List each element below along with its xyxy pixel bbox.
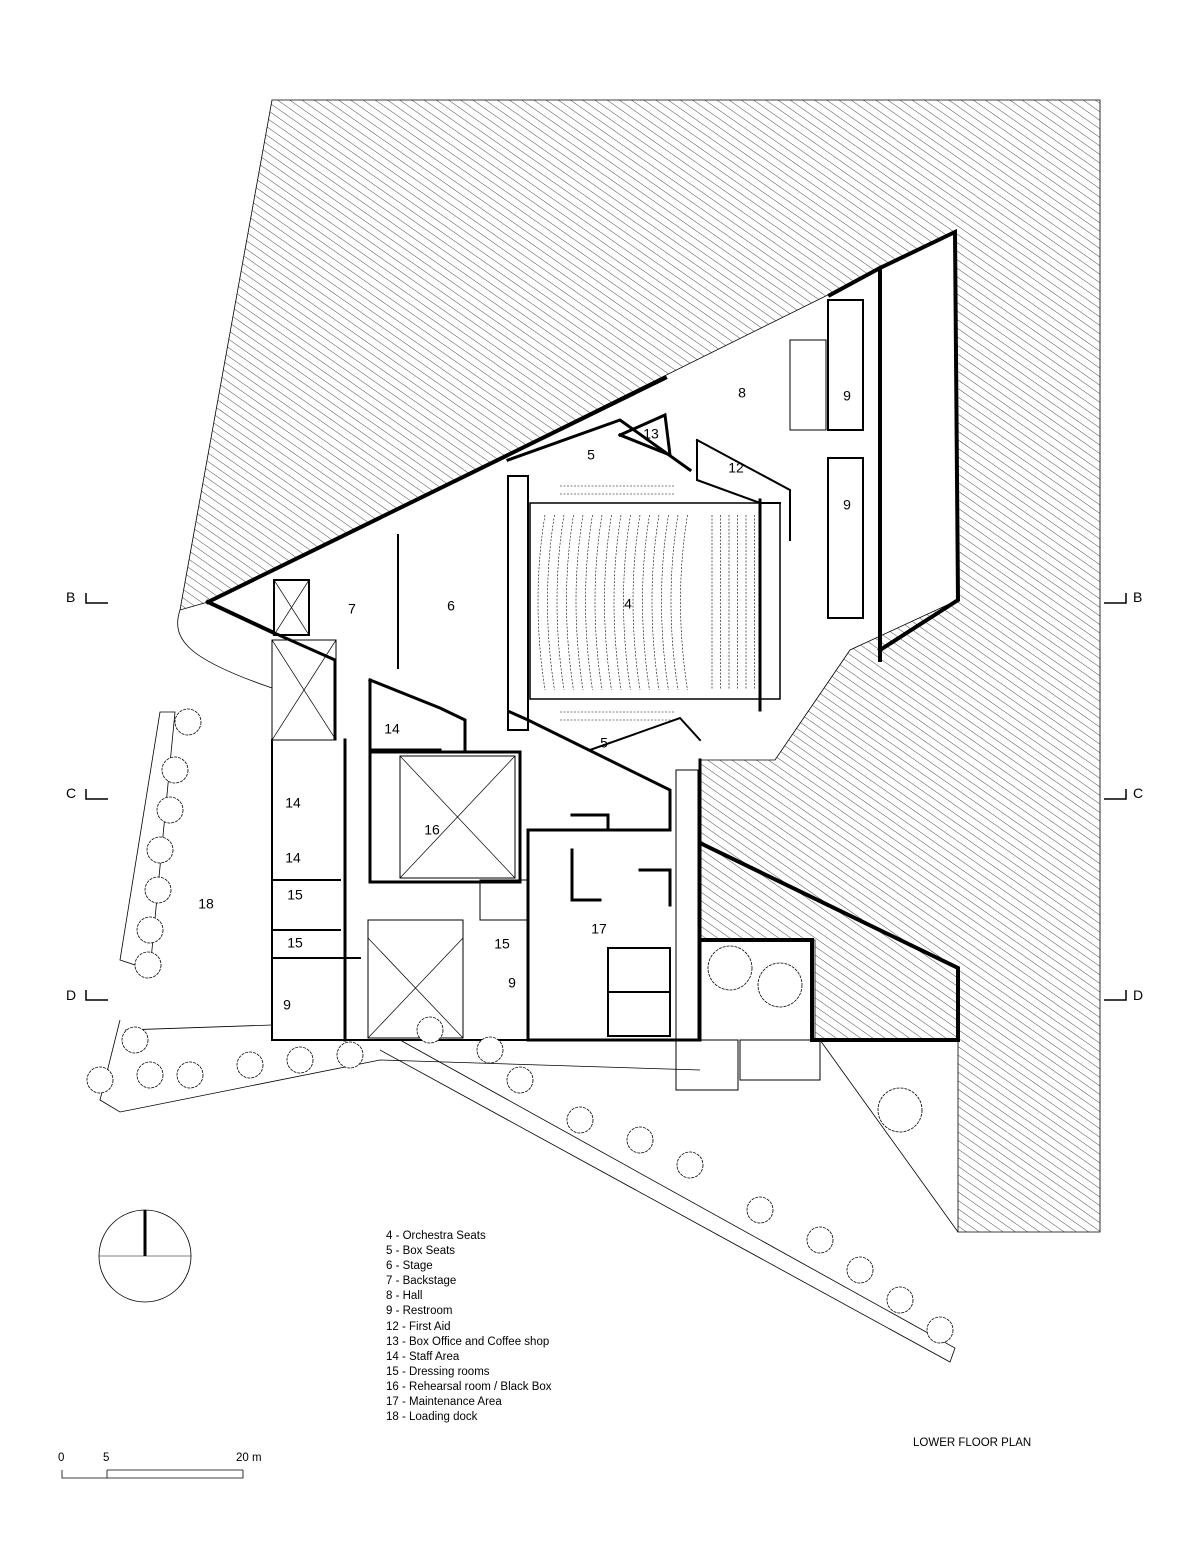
room-label: 9 [283, 997, 291, 1013]
room-label: 15 [287, 887, 303, 903]
room-label: 9 [843, 388, 851, 404]
room-label: 18 [198, 896, 214, 912]
building-walls [205, 228, 961, 1091]
tree-icon [626, 1126, 654, 1154]
trees [86, 708, 954, 1344]
tree-icon [134, 951, 162, 979]
seat-row [642, 514, 650, 691]
tree-icon [886, 1286, 914, 1314]
room-label: 4 [624, 596, 632, 612]
legend-item: 4 - Orchestra Seats [386, 1230, 486, 1242]
tree-icon [746, 1196, 774, 1224]
scale-label-end: 20 m [236, 1452, 262, 1464]
tree-icon [136, 916, 164, 944]
seat-row [613, 514, 622, 691]
seat-row [556, 514, 565, 691]
tree-icon [336, 1041, 364, 1069]
seat-row [537, 514, 546, 691]
seat-row [566, 514, 574, 691]
room-labels: 8 9 9 13 5 12 4 7 6 14 5 14 16 14 15 18 17 15 15 9 9 [198, 385, 851, 1013]
legend-item: 16 - Rehearsal room / Black Box [386, 1380, 552, 1393]
legend-item: 13 - Box Office and Coffee shop [386, 1335, 550, 1348]
seat-row [670, 514, 679, 691]
room-label: 14 [285, 795, 301, 811]
room-label: 14 [384, 721, 400, 737]
section-marker-b-right: B [1133, 589, 1143, 605]
tree-icon [236, 1051, 264, 1079]
room-label: 14 [285, 850, 301, 866]
scale-label-zero: 0 [58, 1452, 65, 1464]
seat-row [585, 514, 593, 691]
north-arrow-icon [98, 1209, 192, 1303]
hatched-ground [179, 99, 1101, 1233]
room-label: 8 [738, 385, 746, 401]
section-marker-c-left: C [66, 785, 77, 801]
room-label: 16 [424, 822, 440, 838]
tree-icon [144, 876, 172, 904]
tree-icon [676, 1151, 704, 1179]
tree-icon [566, 1106, 594, 1134]
seat-row [651, 514, 660, 691]
tree-icon [416, 1016, 444, 1044]
legend-item: 8 - Hall [386, 1290, 423, 1303]
seat-row [604, 514, 612, 691]
seat-row [594, 514, 603, 691]
section-markers [85, 593, 1127, 1001]
tree-icon [86, 1066, 114, 1094]
legend-item: 17 - Maintenance Area [386, 1396, 502, 1409]
tree-icon [146, 836, 174, 864]
tree-icon [877, 1087, 923, 1133]
tree-icon [136, 1061, 164, 1089]
legend-item: 7 - Backstage [386, 1275, 457, 1288]
room-label: 6 [447, 598, 455, 614]
seat-row [661, 514, 669, 691]
legend: 4 - Orchestra Seats 5 - Box Seats 6 - St… [386, 1229, 552, 1425]
tree-icon [476, 1036, 504, 1064]
seat-row [547, 514, 555, 691]
tree-icon [707, 945, 753, 991]
room-label: 15 [494, 936, 510, 952]
tree-icon [506, 1066, 534, 1094]
section-marker-c-right: C [1133, 785, 1144, 801]
seat-row [680, 514, 688, 691]
tree-icon [174, 708, 202, 736]
legend-item: 6 - Stage [386, 1260, 433, 1273]
section-marker-d-left: D [66, 987, 77, 1003]
tree-icon [926, 1316, 954, 1344]
scale-label-five: 5 [103, 1452, 110, 1464]
room-label: 7 [348, 601, 356, 617]
section-marker-b-left: B [66, 589, 76, 605]
room-label: 13 [643, 426, 659, 442]
room-label: 12 [728, 460, 744, 476]
seat-row [575, 514, 584, 691]
room-label: 9 [843, 497, 851, 513]
tree-icon [757, 962, 803, 1008]
scale-bar [61, 1469, 244, 1479]
tree-icon [161, 756, 189, 784]
legend-item: 9 - Restroom [386, 1305, 453, 1318]
room-label: 15 [287, 935, 303, 951]
tree-icon [806, 1226, 834, 1254]
tree-icon [176, 1061, 204, 1089]
section-marker-d-right: D [1133, 987, 1144, 1003]
orchestra-seat-rows [537, 485, 755, 721]
tree-icon [121, 1026, 149, 1054]
room-label: 5 [587, 447, 595, 463]
seat-row [623, 514, 631, 691]
tree-icon [286, 1046, 314, 1074]
plan-title: LOWER FLOOR PLAN [913, 1437, 1032, 1449]
tree-icon [156, 796, 184, 824]
room-label: 5 [600, 735, 608, 751]
tree-icon [846, 1256, 874, 1284]
legend-item: 18 - Loading dock [386, 1411, 478, 1424]
legend-item: 5 - Box Seats [386, 1245, 456, 1258]
legend-item: 14 - Staff Area [386, 1350, 460, 1363]
legend-item: 15 - Dressing rooms [386, 1365, 490, 1378]
legend-item: 12 - First Aid [386, 1320, 451, 1333]
room-label: 9 [508, 975, 516, 991]
room-label: 17 [591, 921, 607, 937]
seat-row [632, 514, 641, 691]
